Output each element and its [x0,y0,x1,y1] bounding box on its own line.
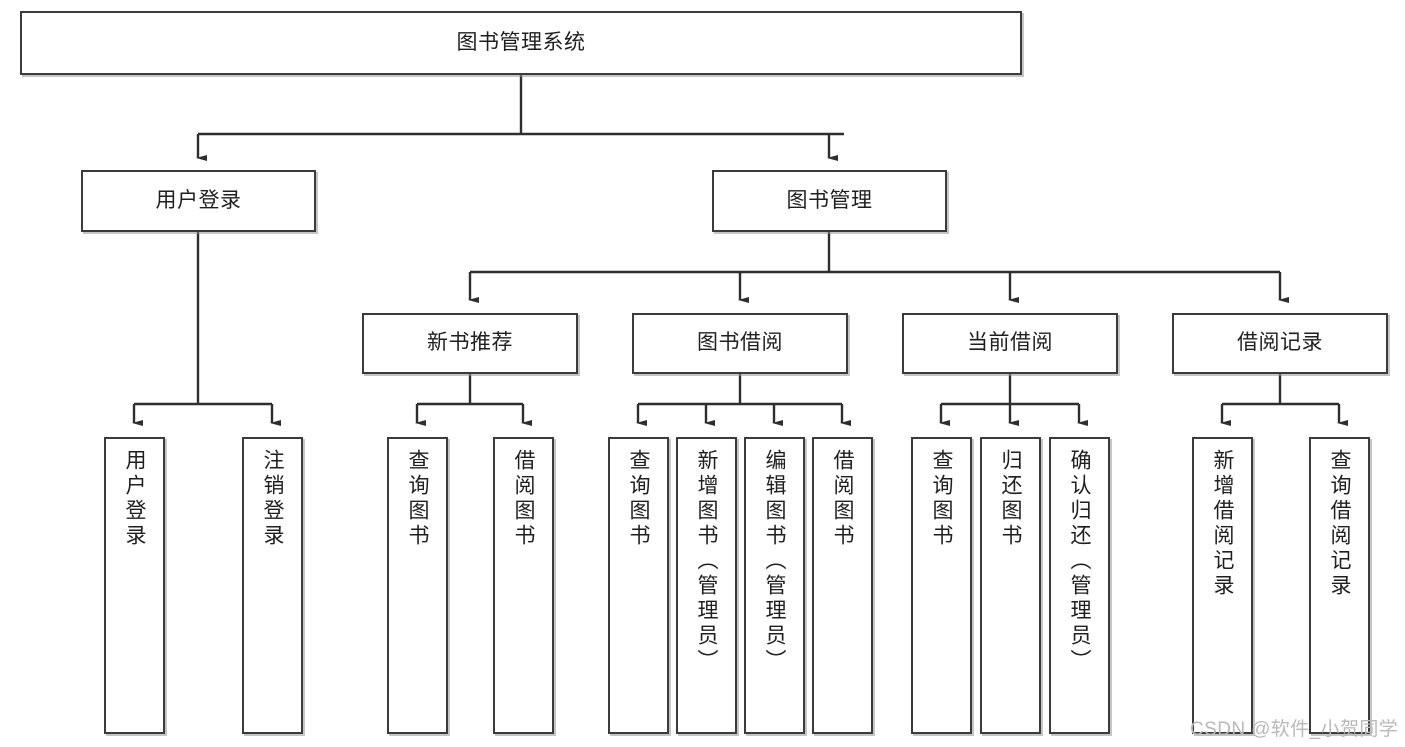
node-leaf-current-return-book[interactable]: 归还图书 [980,437,1041,734]
node-leaf-borrow-add-book-admin[interactable]: 新增图书（管理员） [676,437,737,734]
node-leaf-user-login-login[interactable]: 用户登录 [104,437,165,734]
node-label: 借阅图书 [512,449,535,549]
node-label: 当前借阅 [967,331,1053,355]
node-label: 新增借阅记录 [1211,449,1234,599]
node-label: 查询图书 [406,449,429,549]
node-book-management[interactable]: 图书管理 [712,170,947,232]
node-leaf-record-add-record[interactable]: 新增借阅记录 [1192,437,1253,734]
node-label: 编辑图书（管理员） [763,449,786,674]
node-current-borrow[interactable]: 当前借阅 [902,313,1118,374]
node-label: 用户登录 [155,188,242,212]
node-borrow-record[interactable]: 借阅记录 [1172,313,1388,374]
node-label: 借阅图书 [831,449,854,549]
node-leaf-current-query-book[interactable]: 查询图书 [911,437,972,734]
node-label: 确认归还（管理员） [1068,449,1091,674]
node-leaf-borrow-edit-book-admin[interactable]: 编辑图书（管理员） [744,437,805,734]
node-label: 查询借阅记录 [1328,449,1351,599]
node-label: 图书借阅 [697,331,783,355]
node-leaf-user-login-logout[interactable]: 注销登录 [242,437,303,734]
node-root-book-management-system[interactable]: 图书管理系统 [20,11,1022,75]
node-label: 查询图书 [930,449,953,549]
node-user-login[interactable]: 用户登录 [81,170,316,232]
watermark-csdn: CSDN @软件_小贺同学 [1190,719,1399,740]
node-leaf-record-query-record[interactable]: 查询借阅记录 [1309,437,1370,734]
node-label: 新书推荐 [427,331,513,355]
node-leaf-borrow-query-book[interactable]: 查询图书 [608,437,669,734]
node-label: 图书管理 [786,188,873,212]
node-leaf-borrow-borrow-book[interactable]: 借阅图书 [812,437,873,734]
node-label: 图书管理系统 [456,30,586,54]
node-new-book-recommend[interactable]: 新书推荐 [362,313,578,374]
node-label: 用户登录 [123,449,146,549]
node-book-borrow[interactable]: 图书借阅 [632,313,848,374]
node-label: 归还图书 [999,449,1022,549]
node-label: 查询图书 [627,449,650,549]
node-leaf-recommend-query-book[interactable]: 查询图书 [387,437,448,734]
node-label: 注销登录 [261,449,284,549]
node-label: 借阅记录 [1237,331,1323,355]
node-label: 新增图书（管理员） [695,449,718,674]
node-leaf-recommend-borrow-book[interactable]: 借阅图书 [493,437,554,734]
node-leaf-current-confirm-return-admin[interactable]: 确认归还（管理员） [1049,437,1110,734]
